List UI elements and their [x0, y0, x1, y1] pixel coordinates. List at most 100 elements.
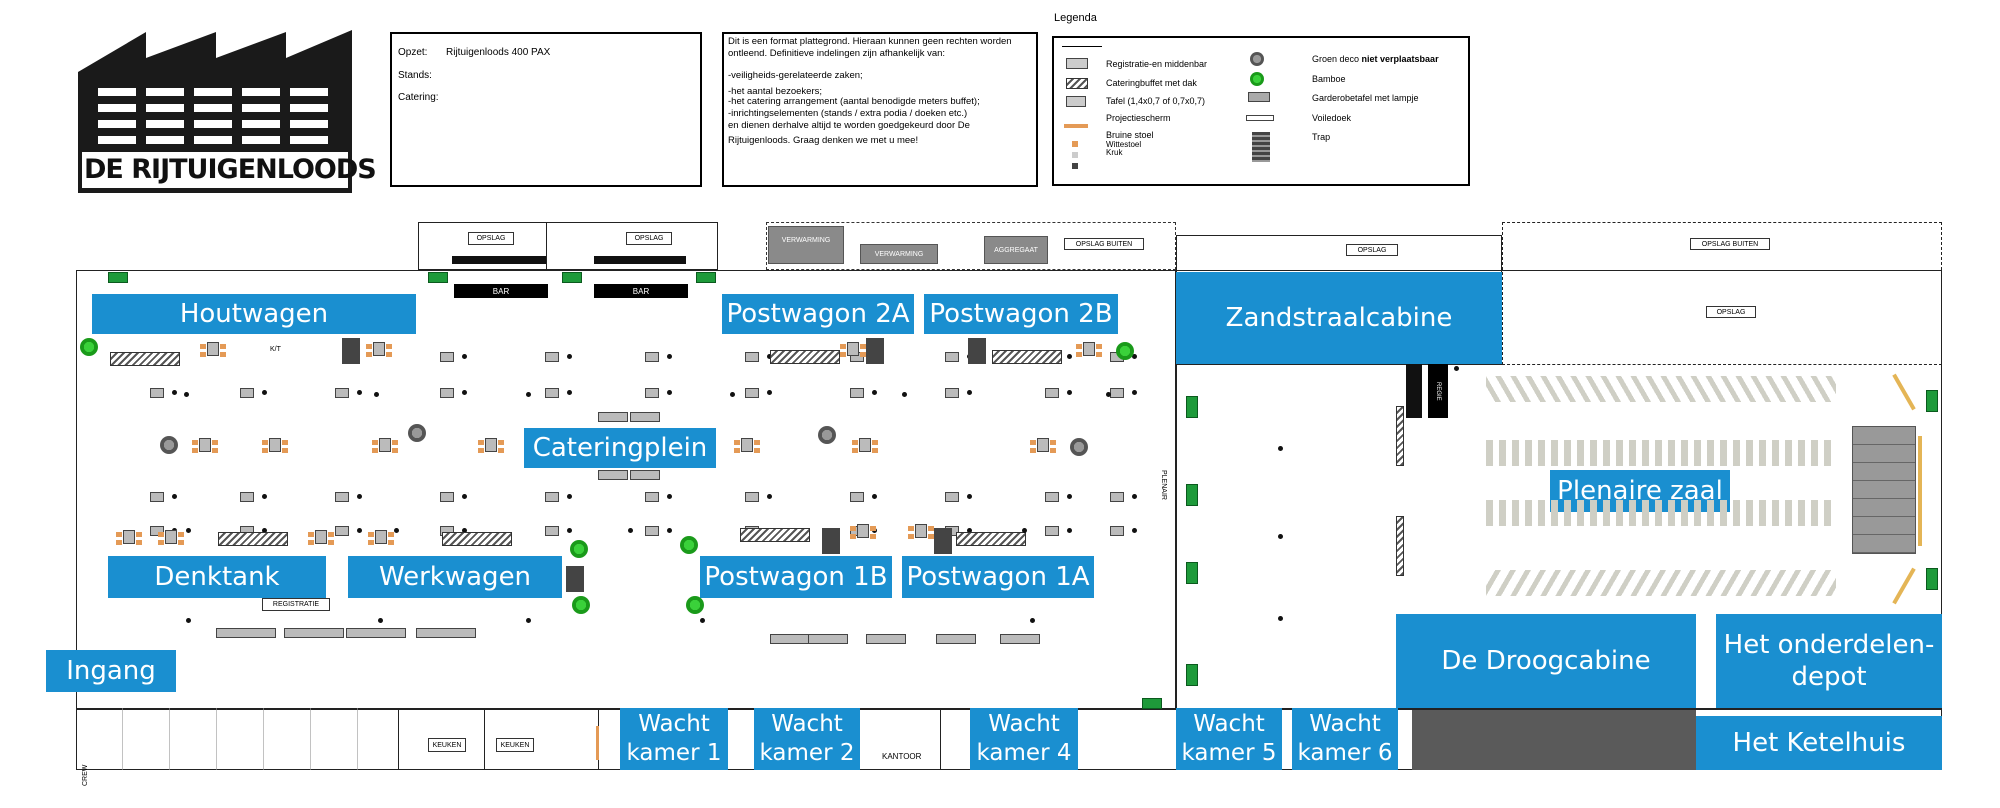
bar-stool [567, 494, 572, 499]
cocktail-table [850, 388, 864, 398]
cocktail-table [645, 492, 659, 502]
zone-wachtkamer-2[interactable]: Wacht kamer 2 [754, 708, 860, 770]
zone-wachtkamer-6[interactable]: Wacht kamer 6 [1292, 708, 1398, 770]
zone-droogcabine[interactable]: De Droogcabine [1396, 614, 1696, 708]
zone-onderdelendepot[interactable]: Het onderdelen- depot [1716, 614, 1942, 708]
chair [308, 532, 314, 537]
opslag-black-strip [452, 256, 546, 264]
bar-stool [667, 354, 672, 359]
bar-stool [262, 494, 267, 499]
green-deco-icon [818, 426, 836, 444]
bar-stool [872, 494, 877, 499]
legend-bruine-stoel: Bruine stoel [1106, 130, 1154, 140]
exit-sign-icon [428, 272, 448, 283]
stair [866, 338, 884, 364]
chair [872, 448, 878, 453]
zone-denktank[interactable]: Denktank [108, 556, 326, 598]
keuken-label: KEUKEN [428, 738, 466, 752]
zone-wachtkamer-5-line1: Wacht [1193, 711, 1265, 738]
chair [192, 440, 198, 445]
table [485, 438, 497, 452]
zone-werkwagen[interactable]: Werkwagen [348, 556, 562, 598]
zone-postwagon-2b[interactable]: Postwagon 2B [924, 294, 1118, 334]
chair [136, 540, 142, 545]
chair [754, 440, 760, 445]
bar-stool [1067, 390, 1072, 395]
registration-table [284, 628, 344, 638]
bar-stool [567, 528, 572, 533]
room-divider [484, 708, 485, 770]
legend-bruine-stoel-swatch [1072, 141, 1078, 147]
chair [200, 352, 206, 357]
zone-wachtkamer-4[interactable]: Wacht kamer 4 [970, 708, 1078, 770]
zone-postwagon-2a[interactable]: Postwagon 2A [722, 294, 914, 334]
logo-text: DE RIJTUIGENLOODS [84, 154, 377, 185]
bar-stool [1067, 494, 1072, 499]
zone-cateringplein[interactable]: Cateringplein [524, 428, 716, 468]
cocktail-table [545, 492, 559, 502]
zone-wachtkamer-1[interactable]: Wacht kamer 1 [620, 708, 728, 770]
table [379, 438, 391, 452]
cocktail-table [1110, 526, 1124, 536]
table [207, 342, 219, 356]
zone-wachtkamer-5[interactable]: Wacht kamer 5 [1176, 708, 1282, 770]
cocktail-table [150, 526, 164, 536]
zone-zandstraalcabine[interactable]: Zandstraalcabine [1176, 272, 1502, 364]
legend-tafel: Tafel (1,4x0,7 of 0,7x0,7) [1106, 96, 1206, 106]
chair [870, 526, 876, 531]
table [165, 530, 177, 544]
zone-postwagon-1a[interactable]: Postwagon 1A [902, 556, 1094, 598]
bamboo-icon [680, 536, 698, 554]
legend-tafel-swatch [1066, 96, 1086, 107]
disclaimer-line: en dienen derhalve altijd te worden goed… [728, 120, 970, 131]
zone-postwagon-1b[interactable]: Postwagon 1B [700, 556, 892, 598]
chair [478, 440, 484, 445]
cocktail-table [1045, 492, 1059, 502]
seat-row [1486, 570, 1836, 596]
exit-sign-icon [1186, 484, 1198, 506]
bar-stool [462, 354, 467, 359]
chair [852, 440, 858, 445]
regie-desk: REGIE [1428, 364, 1448, 418]
zone-wachtkamer-4-line1: Wacht [988, 711, 1060, 738]
chair [328, 532, 334, 537]
factory-logo-icon [78, 30, 352, 193]
chair [754, 448, 760, 453]
chair [178, 540, 184, 545]
zone-ketelhuis[interactable]: Het Ketelhuis [1696, 716, 1942, 770]
chair [262, 448, 268, 453]
exit-sign-icon [562, 272, 582, 283]
opslag-box: OPSLAG [626, 232, 672, 245]
zone-houtwagen[interactable]: Houtwagen [92, 294, 416, 334]
dot-marker [1022, 528, 1027, 533]
catering-buffet [770, 350, 840, 364]
legend-trap: Trap [1312, 132, 1331, 142]
chair [116, 532, 122, 537]
registration-table [216, 628, 276, 638]
exit-sign-icon [1186, 396, 1198, 418]
legend-projectiescherm: Projectiescherm [1106, 113, 1171, 123]
chair [908, 534, 914, 539]
disclaimer-box: Dit is een format plattegrond. Hieraan k… [722, 32, 1038, 187]
bar-stool [172, 494, 177, 499]
legend-voiledoek-swatch [1246, 115, 1274, 121]
garderobe-table [770, 634, 810, 644]
table [857, 524, 869, 538]
chair [928, 526, 934, 531]
chair [908, 526, 914, 531]
technical-room [1412, 710, 1696, 770]
zone-ingang[interactable]: Ingang [46, 650, 176, 692]
zone-onderdelendepot-line2: depot [1791, 662, 1867, 692]
cocktail-table [335, 526, 349, 536]
garderobe-table [1000, 634, 1040, 644]
bar-stool [1132, 354, 1137, 359]
bar-stool [567, 354, 572, 359]
bar-stool [967, 390, 972, 395]
legend-registratie-swatch [1066, 58, 1088, 69]
middle-bar [598, 470, 628, 480]
legend-witte-stoel-swatch [1072, 152, 1078, 158]
chair [328, 540, 334, 545]
cocktail-table [945, 492, 959, 502]
chair [372, 440, 378, 445]
disclaimer-line: -het aantal bezoekers; [728, 86, 823, 97]
